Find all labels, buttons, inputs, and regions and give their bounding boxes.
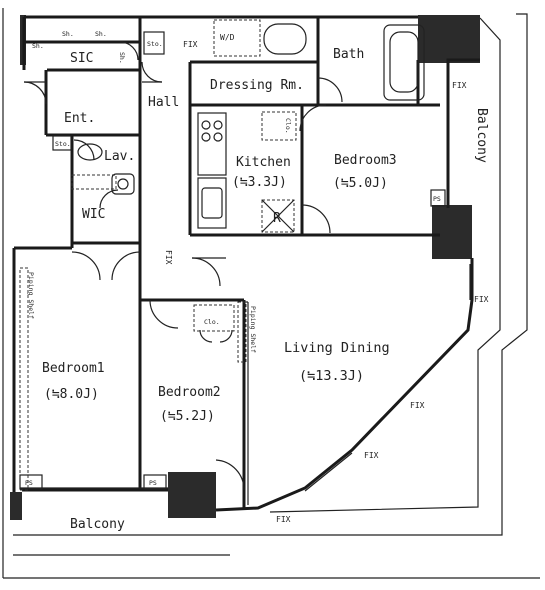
pipe-space-label: PS: [25, 479, 33, 487]
balcony-outline: [2, 8, 540, 579]
room-labels: Sh. Sh. Sh. SIC Sto. Sh. W/D Bath Dressi…: [25, 30, 489, 532]
door-bedroom2: [149, 299, 179, 329]
sic-label: SIC: [70, 51, 93, 66]
piping-shelf-label: Piping Shelf: [27, 272, 35, 319]
door-bath: [317, 77, 343, 103]
pipe-space-label: PS: [433, 195, 441, 203]
door-living: [191, 257, 221, 287]
pipe-space-label: PS: [149, 479, 157, 487]
shoe-label: Sh.: [32, 42, 44, 50]
doors: [23, 41, 343, 491]
fixtures: [77, 19, 425, 233]
bath-label: Bath: [333, 47, 364, 62]
balcony-bottom-label: Balcony: [70, 517, 125, 532]
fix-label: FIX: [474, 295, 489, 304]
kitchen-label: Kitchen: [236, 155, 291, 170]
storage-label: Sto.: [55, 140, 71, 148]
bedroom2-label: Bedroom2: [158, 385, 221, 400]
door-balcony: [215, 459, 245, 491]
living-dining-label: Living Dining: [284, 340, 390, 356]
pillar-top-right: [418, 15, 480, 63]
door-lav: [73, 139, 95, 161]
door-bedroom3-top: [299, 104, 327, 132]
bedroom2-size: (≒5.2J): [160, 409, 215, 424]
dressing-room-label: Dressing Rm.: [210, 78, 304, 93]
lavatory-label: Lav.: [104, 149, 135, 164]
pillar-bottom: [168, 472, 216, 518]
door-bedroom1-b: [71, 251, 101, 281]
door-entrance: [23, 81, 47, 105]
kitchen-size: (≒3.3J): [232, 175, 287, 190]
shoe-label: Sh.: [62, 30, 74, 38]
fix-label: FIX: [276, 515, 291, 524]
washer-label: W/D: [220, 33, 235, 42]
piping-shelf-label: Piping Shelf: [249, 306, 257, 353]
interior-walls: [24, 17, 440, 508]
toilet: [77, 143, 103, 161]
door-bedroom3: [301, 204, 331, 234]
door-bedroom1-a: [111, 251, 141, 281]
pillar-bottom-left: [10, 492, 22, 520]
entrance-label: Ent.: [64, 111, 95, 126]
washing-machine: [263, 23, 307, 55]
kitchen-sink: [197, 177, 227, 229]
storage-label: Sto.: [147, 40, 163, 48]
bathtub: [383, 24, 425, 101]
fix-label: FIX: [183, 40, 198, 49]
window-lines: [20, 264, 471, 505]
fix-label: FIX: [410, 401, 425, 410]
living-dining-size: (≒13.3J): [299, 368, 364, 384]
shoe-label: Sh.: [95, 30, 107, 38]
door-clo-b: [219, 329, 233, 343]
closet-label: Clo.: [204, 318, 220, 326]
hall-label: Hall: [148, 95, 179, 110]
pillar-right: [432, 205, 472, 259]
refrigerator-label: R: [273, 211, 281, 226]
storage-outlines: [19, 31, 446, 491]
door-clo-a: [199, 329, 213, 343]
bedroom1-size: (≒8.0J): [44, 387, 99, 402]
bedroom1-label: Bedroom1: [42, 361, 105, 376]
wic-label: WIC: [82, 207, 105, 222]
door-hall: [141, 61, 163, 83]
washbasin: [111, 173, 135, 195]
fix-markers: FIX FIX FIX FIX FIX FIX FIX: [164, 40, 489, 524]
fix-label: FIX: [364, 451, 379, 460]
bedroom3-label: Bedroom3: [334, 153, 397, 168]
door-wic: [99, 189, 119, 209]
fix-label: FIX: [164, 250, 173, 265]
kitchen-stove: [197, 112, 227, 176]
shoe-label: Sh.: [118, 52, 126, 64]
fix-label: FIX: [452, 81, 467, 90]
balcony-right-label: Balcony: [474, 108, 489, 163]
refrigerator: [261, 199, 295, 233]
closet-label: Clo.: [284, 118, 292, 134]
bedroom3-size: (≒5.0J): [333, 176, 388, 191]
door-sic: [119, 41, 139, 61]
